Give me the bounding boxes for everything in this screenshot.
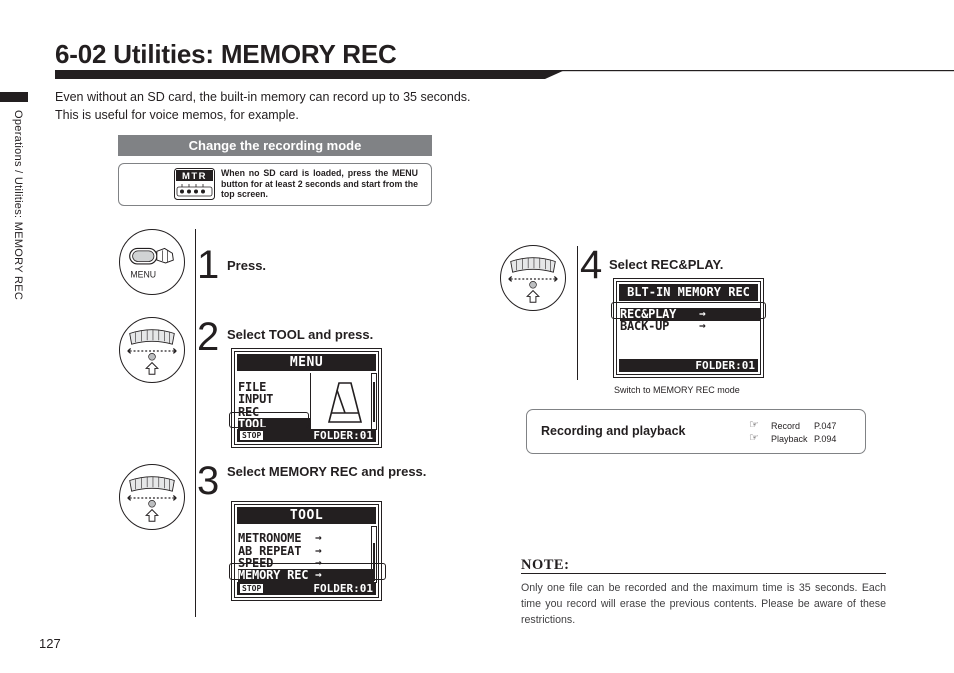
menu-screen-divider bbox=[310, 373, 311, 431]
step-4-text: Select REC&PLAY. bbox=[609, 257, 724, 272]
step-1-icon-circle: MENU bbox=[119, 229, 185, 295]
menu-button-label: MENU bbox=[130, 270, 156, 280]
step-4-icon-circle bbox=[500, 245, 566, 311]
memory-status-bar: FOLDER:01 bbox=[619, 359, 758, 372]
tool-screen: TOOL METRONOME → AB REPEAT → SPEED → MEM… bbox=[231, 501, 382, 601]
step-column-line bbox=[195, 229, 196, 617]
tool-item-ab-repeat[interactable]: AB REPEAT bbox=[238, 544, 302, 558]
tool-item-metronome[interactable]: METRONOME bbox=[238, 531, 302, 545]
menu-status-folder: FOLDER:01 bbox=[313, 429, 373, 442]
menu-scrollbar[interactable] bbox=[371, 373, 377, 430]
side-tab bbox=[0, 92, 28, 102]
title-rule bbox=[55, 70, 954, 79]
tool-screen-title: TOOL bbox=[237, 507, 376, 524]
rec-play-box bbox=[526, 409, 866, 454]
mtr-instruction-text: When no SD card is loaded, press the MEN… bbox=[221, 168, 418, 200]
arrow-right-icon: → bbox=[315, 568, 322, 581]
arrow-right-icon: → bbox=[315, 544, 322, 557]
memory-rec-screen: BLT-IN MEMORY REC REC&PLAY → BACK-UP → F… bbox=[613, 278, 764, 378]
memory-status-folder: FOLDER:01 bbox=[695, 359, 755, 372]
arrow-right-icon: → bbox=[699, 319, 706, 332]
menu-item-file[interactable]: FILE bbox=[238, 380, 267, 394]
ref-playback-name: Playback bbox=[771, 434, 808, 444]
menu-screen: MENU FILE INPUT REC TOOL STOP FOLDER:01 bbox=[231, 348, 382, 448]
side-label: Operations / Utilities: MEMORY REC bbox=[8, 110, 24, 350]
page-number: 127 bbox=[39, 636, 61, 651]
menu-status-bar: STOP FOLDER:01 bbox=[237, 429, 376, 442]
step-4-number: 4 bbox=[580, 243, 602, 287]
memory-screen-title: BLT-IN MEMORY REC bbox=[619, 284, 758, 301]
memory-item-back-up[interactable]: BACK-UP bbox=[620, 319, 670, 333]
step-2-icon-circle bbox=[119, 317, 185, 383]
side-label-text: Operations / Utilities: MEMORY REC bbox=[12, 110, 24, 301]
menu-item-input[interactable]: INPUT bbox=[238, 392, 274, 406]
dial-wheel-icon bbox=[508, 257, 558, 303]
mode-bar: Change the recording mode bbox=[118, 135, 432, 156]
page-title: 6-02 Utilities: MEMORY REC bbox=[55, 39, 397, 69]
step-4-column-line bbox=[577, 246, 578, 380]
note-title: NOTE: bbox=[521, 557, 570, 573]
ref-playback-page[interactable]: P.094 bbox=[814, 434, 837, 444]
step-3-icon-circle bbox=[119, 464, 185, 530]
intro-line-2: This is useful for voice memos, for exam… bbox=[55, 108, 299, 122]
menu-screen-title: MENU bbox=[237, 354, 376, 371]
tool-status-bar: STOP FOLDER:01 bbox=[237, 582, 376, 595]
mtr-info-box bbox=[118, 163, 432, 206]
tool-status-stop: STOP bbox=[240, 584, 264, 593]
note-text: Only one file can be recorded and the ma… bbox=[521, 582, 886, 626]
dial-wheel-icon bbox=[127, 476, 177, 522]
arrow-right-icon: → bbox=[315, 556, 322, 569]
ref-record-name: Record bbox=[771, 421, 801, 431]
tool-status-folder: FOLDER:01 bbox=[313, 582, 373, 595]
memory-item-rec-play[interactable]: REC&PLAY bbox=[620, 308, 761, 321]
step-1-number: 1 bbox=[197, 243, 219, 287]
rec-play-label: Recording and playback bbox=[541, 424, 686, 438]
menu-selection-frame bbox=[229, 412, 309, 428]
menu-button-icon: MENU bbox=[129, 247, 174, 280]
intro-line-1: Even without an SD card, the built-in me… bbox=[55, 90, 471, 104]
arrow-right-icon: → bbox=[315, 531, 322, 544]
step-1-text: Press. bbox=[227, 258, 267, 273]
tool-selection-frame bbox=[229, 563, 386, 580]
step-3-text: Select MEMORY REC and press. bbox=[227, 464, 427, 479]
menu-status-stop: STOP bbox=[240, 431, 264, 440]
step-3-number: 3 bbox=[197, 459, 219, 503]
dial-wheel-icon bbox=[127, 329, 177, 375]
arrow-right-icon: → bbox=[699, 307, 706, 320]
pointing-hand-icon: ☞ bbox=[749, 419, 759, 431]
metronome-icon bbox=[327, 382, 363, 423]
screen-caption: Switch to MEMORY REC mode bbox=[614, 385, 740, 395]
step-2-number: 2 bbox=[197, 315, 219, 359]
memory-selection-frame bbox=[611, 302, 766, 319]
tool-item-memory-rec[interactable]: MEMORY REC bbox=[238, 569, 374, 582]
note-rule bbox=[521, 573, 886, 574]
mtr-mode-icon: MTR bbox=[174, 168, 215, 200]
ref-record-page[interactable]: P.047 bbox=[814, 421, 837, 431]
svg-text:MTR: MTR bbox=[182, 171, 207, 182]
step-2-text: Select TOOL and press. bbox=[227, 327, 374, 342]
pointing-hand-icon: ☞ bbox=[749, 432, 759, 444]
